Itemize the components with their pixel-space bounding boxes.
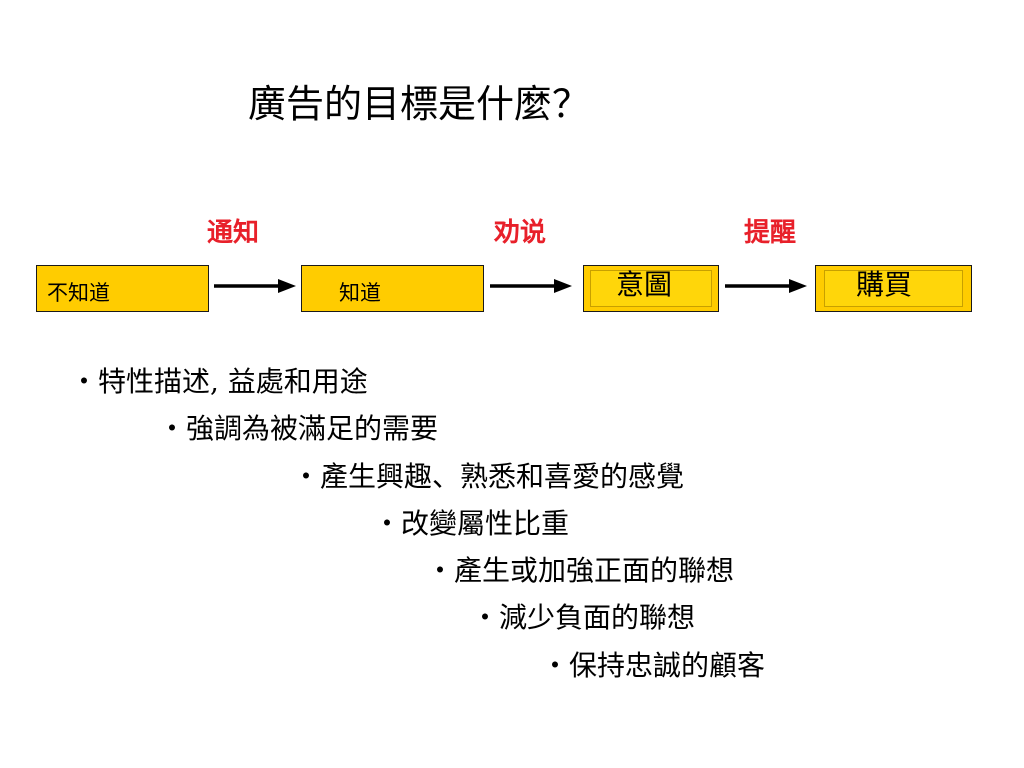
- stage-label-persuade: 劝说: [494, 218, 547, 248]
- stage-label-remind: 提醒: [744, 218, 797, 248]
- stage-box-purchase-label: 購買: [856, 268, 913, 301]
- stage-box-purchase-inner: [824, 270, 963, 307]
- stage-box-aware-label: 知道: [339, 281, 381, 305]
- arrow-right-icon: [214, 279, 296, 293]
- bullet-item: ・保持忠誠的顧客: [541, 649, 766, 682]
- stage-label-inform: 通知: [207, 218, 260, 248]
- stage-box-purchase: 購買: [815, 265, 972, 312]
- bullet-item: ・改變屬性比重: [373, 507, 570, 540]
- stage-box-aware: 知道: [301, 265, 484, 312]
- stage-box-unaware-label: 不知道: [47, 281, 110, 305]
- bullet-item: ・特性描述, 益處和用途: [70, 365, 368, 398]
- stage-box-intention: 意圖: [583, 265, 719, 312]
- stage-box-intention-label: 意圖: [616, 268, 673, 301]
- bullet-item: ・產生興趣、熟悉和喜愛的感覺: [292, 460, 685, 493]
- stage-box-unaware: 不知道: [36, 265, 209, 312]
- arrow-right-icon: [725, 279, 807, 293]
- bullet-item: ・強調為被滿足的需要: [158, 412, 439, 445]
- arrow-right-icon: [490, 279, 572, 293]
- bullet-item: ・減少負面的聯想: [471, 601, 696, 634]
- slide-title: 廣告的目標是什麼？: [248, 82, 591, 126]
- stage-box-intention-inner: [590, 270, 712, 307]
- bullet-item: ・產生或加強正面的聯想: [426, 554, 735, 587]
